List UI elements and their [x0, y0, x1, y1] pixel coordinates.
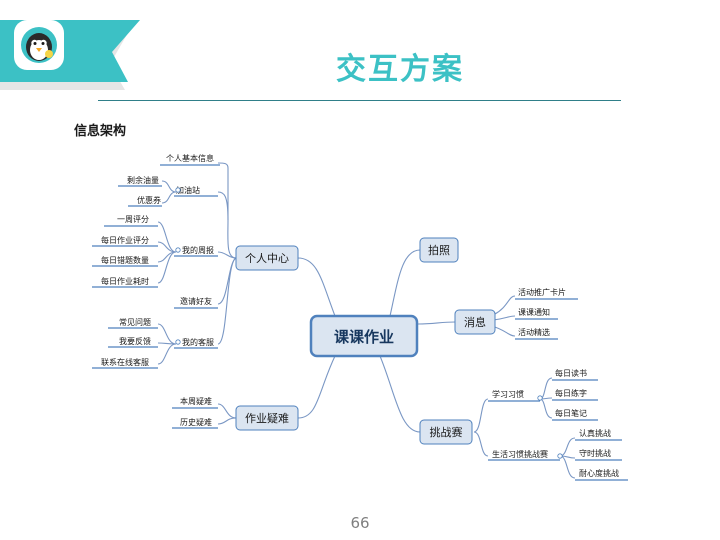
- svg-text:我的周报: 我的周报: [182, 245, 214, 255]
- node-feedback: 我要反馈: [108, 336, 158, 348]
- node-faq: 常见问题: [108, 318, 158, 329]
- svg-text:学习习惯: 学习习惯: [492, 389, 524, 399]
- svg-text:我的客服: 我的客服: [182, 337, 214, 347]
- svg-text:常见问题: 常见问题: [119, 318, 151, 327]
- section-heading: 信息架构: [74, 124, 127, 139]
- svg-text:每日练字: 每日练字: [555, 388, 587, 398]
- node-daily-wrong-count: 每日错题数量: [92, 255, 158, 267]
- collapse-toggle-icon: [557, 453, 563, 459]
- svg-text:挑战赛: 挑战赛: [430, 425, 463, 439]
- app-logo: [16, 22, 62, 68]
- svg-text:每日笔记: 每日笔记: [555, 408, 587, 418]
- node-selected-events: 活动精选: [515, 327, 558, 340]
- svg-text:每日作业评分: 每日作业评分: [101, 235, 149, 245]
- node-gas-station: 加油站: [174, 185, 218, 197]
- title-divider: [98, 100, 621, 101]
- svg-text:本周疑难: 本周疑难: [180, 396, 212, 406]
- node-patience-challenge: 耐心度挑战: [575, 468, 628, 481]
- page-number: 66: [350, 514, 370, 532]
- node-coupon: 优惠券: [128, 195, 162, 207]
- svg-text:我要反馈: 我要反馈: [119, 336, 151, 346]
- node-photo: 拍照: [419, 237, 459, 263]
- svg-text:耐心度挑战: 耐心度挑战: [579, 468, 619, 478]
- svg-text:守时挑战: 守时挑战: [579, 448, 611, 458]
- svg-text:消息: 消息: [464, 315, 486, 329]
- svg-text:历史疑难: 历史疑难: [180, 417, 212, 427]
- svg-text:拍照: 拍照: [428, 243, 450, 257]
- svg-text:一周评分: 一周评分: [117, 215, 149, 224]
- node-daily-hw-time: 每日作业耗时: [92, 276, 158, 288]
- node-promo-card: 活动推广卡片: [515, 287, 578, 300]
- node-recognize-challenge: 认真挑战: [575, 428, 622, 441]
- svg-text:课课通知: 课课通知: [518, 307, 550, 317]
- node-this-week-doubts: 本周疑难: [172, 396, 218, 409]
- node-personal-center: 个人中心: [235, 245, 299, 271]
- node-invite-friends: 邀请好友: [174, 296, 218, 309]
- svg-text:每日作业耗时: 每日作业耗时: [101, 276, 149, 286]
- svg-text:剩余油量: 剩余油量: [127, 175, 159, 185]
- node-message: 消息: [454, 309, 496, 335]
- node-daily-writing: 每日练字: [552, 388, 598, 401]
- node-daily-hw-score: 每日作业评分: [92, 235, 158, 247]
- svg-text:课课作业: 课课作业: [334, 328, 394, 346]
- node-homework-doubts: 作业疑难: [235, 405, 299, 431]
- svg-text:个人基本信息: 个人基本信息: [166, 153, 214, 163]
- node-punctual-challenge: 守时挑战: [575, 448, 622, 461]
- svg-text:加油站: 加油站: [176, 185, 200, 195]
- collapse-toggle-icon: [175, 339, 181, 345]
- svg-text:个人中心: 个人中心: [245, 252, 289, 265]
- svg-text:优惠券: 优惠券: [137, 195, 161, 205]
- collapse-toggle-icon: [537, 395, 543, 401]
- penguin-mascot-icon: [21, 27, 57, 63]
- svg-text:每日读书: 每日读书: [555, 368, 587, 378]
- node-weekly-report: 我的周报: [174, 245, 218, 257]
- svg-text:每日错题数量: 每日错题数量: [101, 255, 149, 265]
- node-challenge: 挑战赛: [419, 419, 473, 445]
- node-weekly-score: 一周评分: [104, 215, 158, 227]
- collapse-toggle-icon: [175, 187, 181, 193]
- node-study-habits: 学习习惯: [488, 389, 543, 402]
- slide-title: 交互方案: [336, 52, 464, 87]
- svg-text:生活习惯挑战赛: 生活习惯挑战赛: [492, 449, 548, 459]
- node-contact-cs: 联系在线客服: [92, 357, 158, 369]
- node-daily-notes: 每日笔记: [552, 408, 598, 421]
- svg-text:作业疑难: 作业疑难: [245, 412, 289, 425]
- node-basic-info: 个人基本信息: [160, 153, 220, 166]
- svg-text:活动精选: 活动精选: [518, 327, 550, 337]
- node-daily-reading: 每日读书: [552, 368, 598, 381]
- svg-text:活动推广卡片: 活动推广卡片: [518, 287, 566, 297]
- node-class-notice: 课课通知: [515, 307, 558, 320]
- collapse-toggle-icon: [175, 247, 181, 253]
- node-remaining-oil: 剩余油量: [118, 175, 162, 187]
- svg-text:认真挑战: 认真挑战: [579, 428, 611, 438]
- node-customer-service: 我的客服: [174, 337, 218, 349]
- svg-text:联系在线客服: 联系在线客服: [101, 357, 149, 367]
- node-life-habit-challenge: 生活习惯挑战赛: [488, 449, 563, 461]
- node-history-doubts: 历史疑难: [172, 417, 218, 429]
- root-node: 课课作业: [309, 314, 419, 358]
- svg-text:邀请好友: 邀请好友: [180, 296, 212, 306]
